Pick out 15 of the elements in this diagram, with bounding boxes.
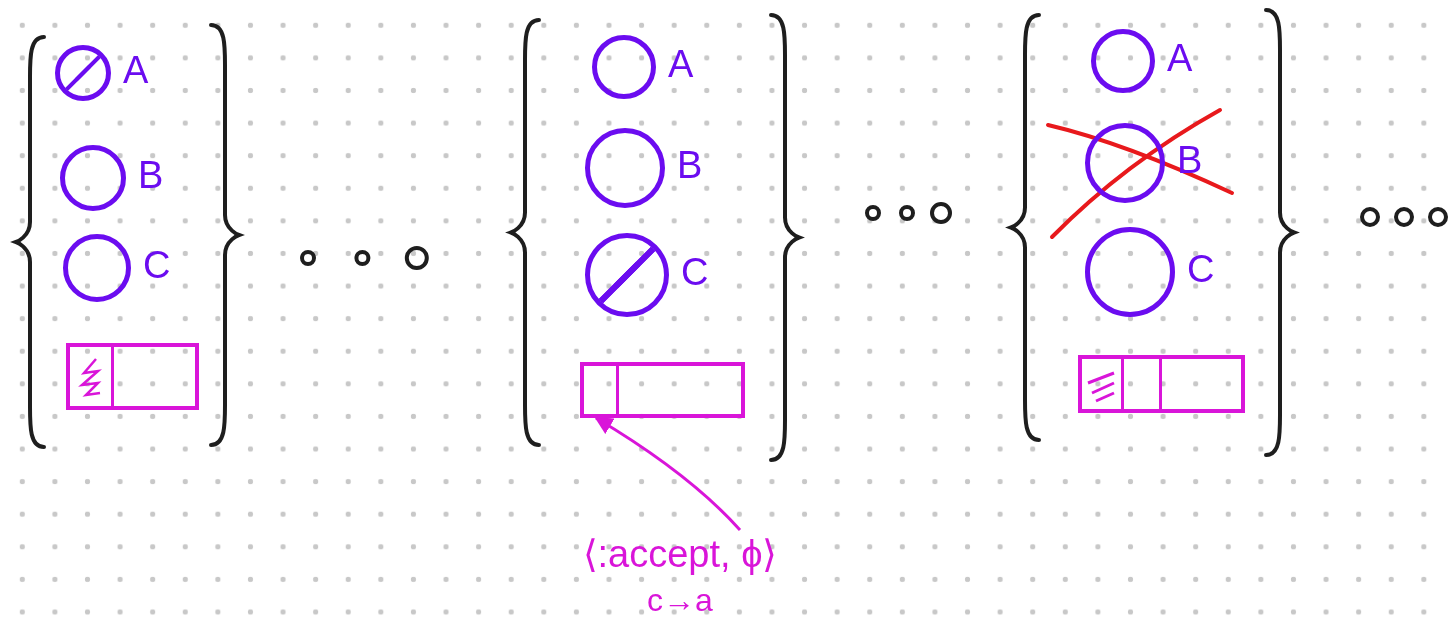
circle-letter: B <box>138 156 164 194</box>
arrow <box>594 416 742 531</box>
cell-bar <box>580 362 745 418</box>
circle-letter: A <box>668 45 694 83</box>
circle-letter: C <box>1187 250 1215 288</box>
circle-letter: B <box>677 146 703 184</box>
annotation-text: ⟨:accept, ϕ⟩ <box>582 532 778 577</box>
circle-letter: C <box>681 253 709 291</box>
cell-bar <box>1078 355 1245 413</box>
circle-letter: C <box>143 246 171 284</box>
cell-bar <box>66 343 199 410</box>
annotation-text: c→a <box>647 581 713 620</box>
circle-letter: A <box>1167 39 1193 77</box>
circle-letter: B <box>1177 141 1203 179</box>
circle-letter: A <box>123 51 149 89</box>
